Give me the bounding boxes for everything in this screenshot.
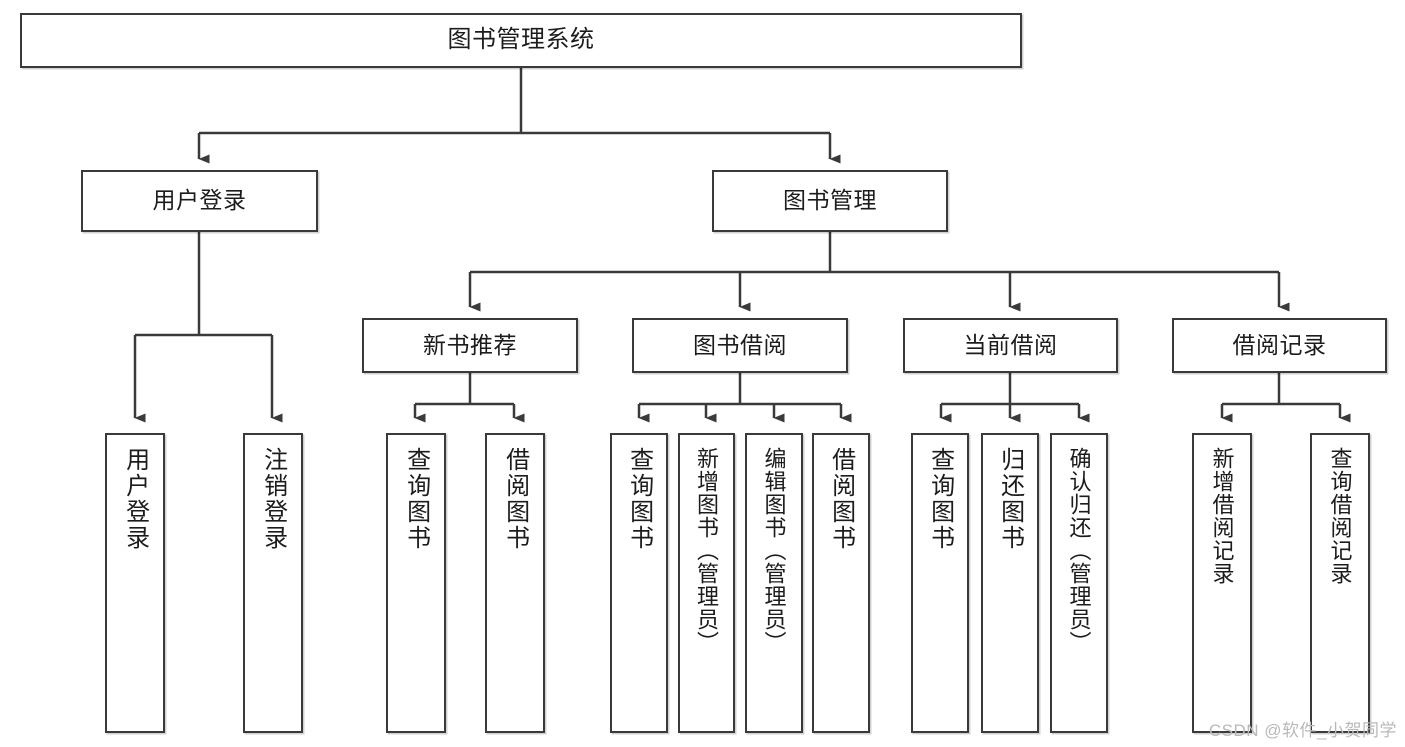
leaf-edit-book[interactable]: 编辑图书（管理员） <box>745 433 803 733</box>
node-label: 编辑图书（管理员） <box>761 447 787 654</box>
node-label: 用户登录 <box>121 447 149 551</box>
node-label: 查询借阅记录 <box>1327 447 1353 585</box>
node-label: 图书管理系统 <box>447 26 595 54</box>
leaf-add-book[interactable]: 新增图书（管理员） <box>678 433 735 733</box>
leaf-query-record[interactable]: 查询借阅记录 <box>1310 433 1370 733</box>
leaf-logout-login[interactable]: 注销登录 <box>243 433 303 733</box>
leaf-user-login[interactable]: 用户登录 <box>105 433 165 733</box>
node-label: 注销登录 <box>259 447 287 551</box>
leaf-add-record[interactable]: 新增借阅记录 <box>1192 433 1252 733</box>
node-label: 图书借阅 <box>693 331 787 358</box>
node-label: 新增借阅记录 <box>1209 447 1235 585</box>
node-user-login[interactable]: 用户登录 <box>81 170 318 232</box>
node-label: 借阅图书 <box>501 447 529 551</box>
watermark-text: CSDN @软件_小贺同学 <box>1208 721 1397 740</box>
node-borrow-record[interactable]: 借阅记录 <box>1172 318 1387 373</box>
node-label: 借阅图书 <box>827 447 855 551</box>
leaf-query-book-1[interactable]: 查询图书 <box>386 433 446 733</box>
node-label: 图书管理 <box>783 187 877 214</box>
leaf-borrow-book-2[interactable]: 借阅图书 <box>812 433 870 733</box>
node-label: 当前借阅 <box>963 331 1058 358</box>
leaf-query-book-2[interactable]: 查询图书 <box>610 433 668 733</box>
node-label: 新增图书（管理员） <box>694 447 720 654</box>
node-label: 查询图书 <box>625 447 653 551</box>
node-label: 确认归还（管理员） <box>1066 447 1092 654</box>
node-label: 新书推荐 <box>423 331 517 358</box>
node-label: 查询图书 <box>926 447 954 551</box>
leaf-confirm-return[interactable]: 确认归还（管理员） <box>1050 433 1108 733</box>
leaf-borrow-book-1[interactable]: 借阅图书 <box>485 433 545 733</box>
node-current-borrow[interactable]: 当前借阅 <box>903 318 1118 373</box>
leaf-return-book[interactable]: 归还图书 <box>981 433 1039 733</box>
node-book-borrow[interactable]: 图书借阅 <box>632 318 848 373</box>
node-label: 查询图书 <box>402 447 430 551</box>
node-label: 用户登录 <box>152 187 247 214</box>
leaf-query-book-3[interactable]: 查询图书 <box>911 433 969 733</box>
node-root-system[interactable]: 图书管理系统 <box>20 13 1022 68</box>
node-label: 借阅记录 <box>1232 331 1327 358</box>
node-new-book-recommend[interactable]: 新书推荐 <box>362 318 578 373</box>
node-book-management[interactable]: 图书管理 <box>712 170 948 232</box>
node-label: 归还图书 <box>996 447 1024 551</box>
